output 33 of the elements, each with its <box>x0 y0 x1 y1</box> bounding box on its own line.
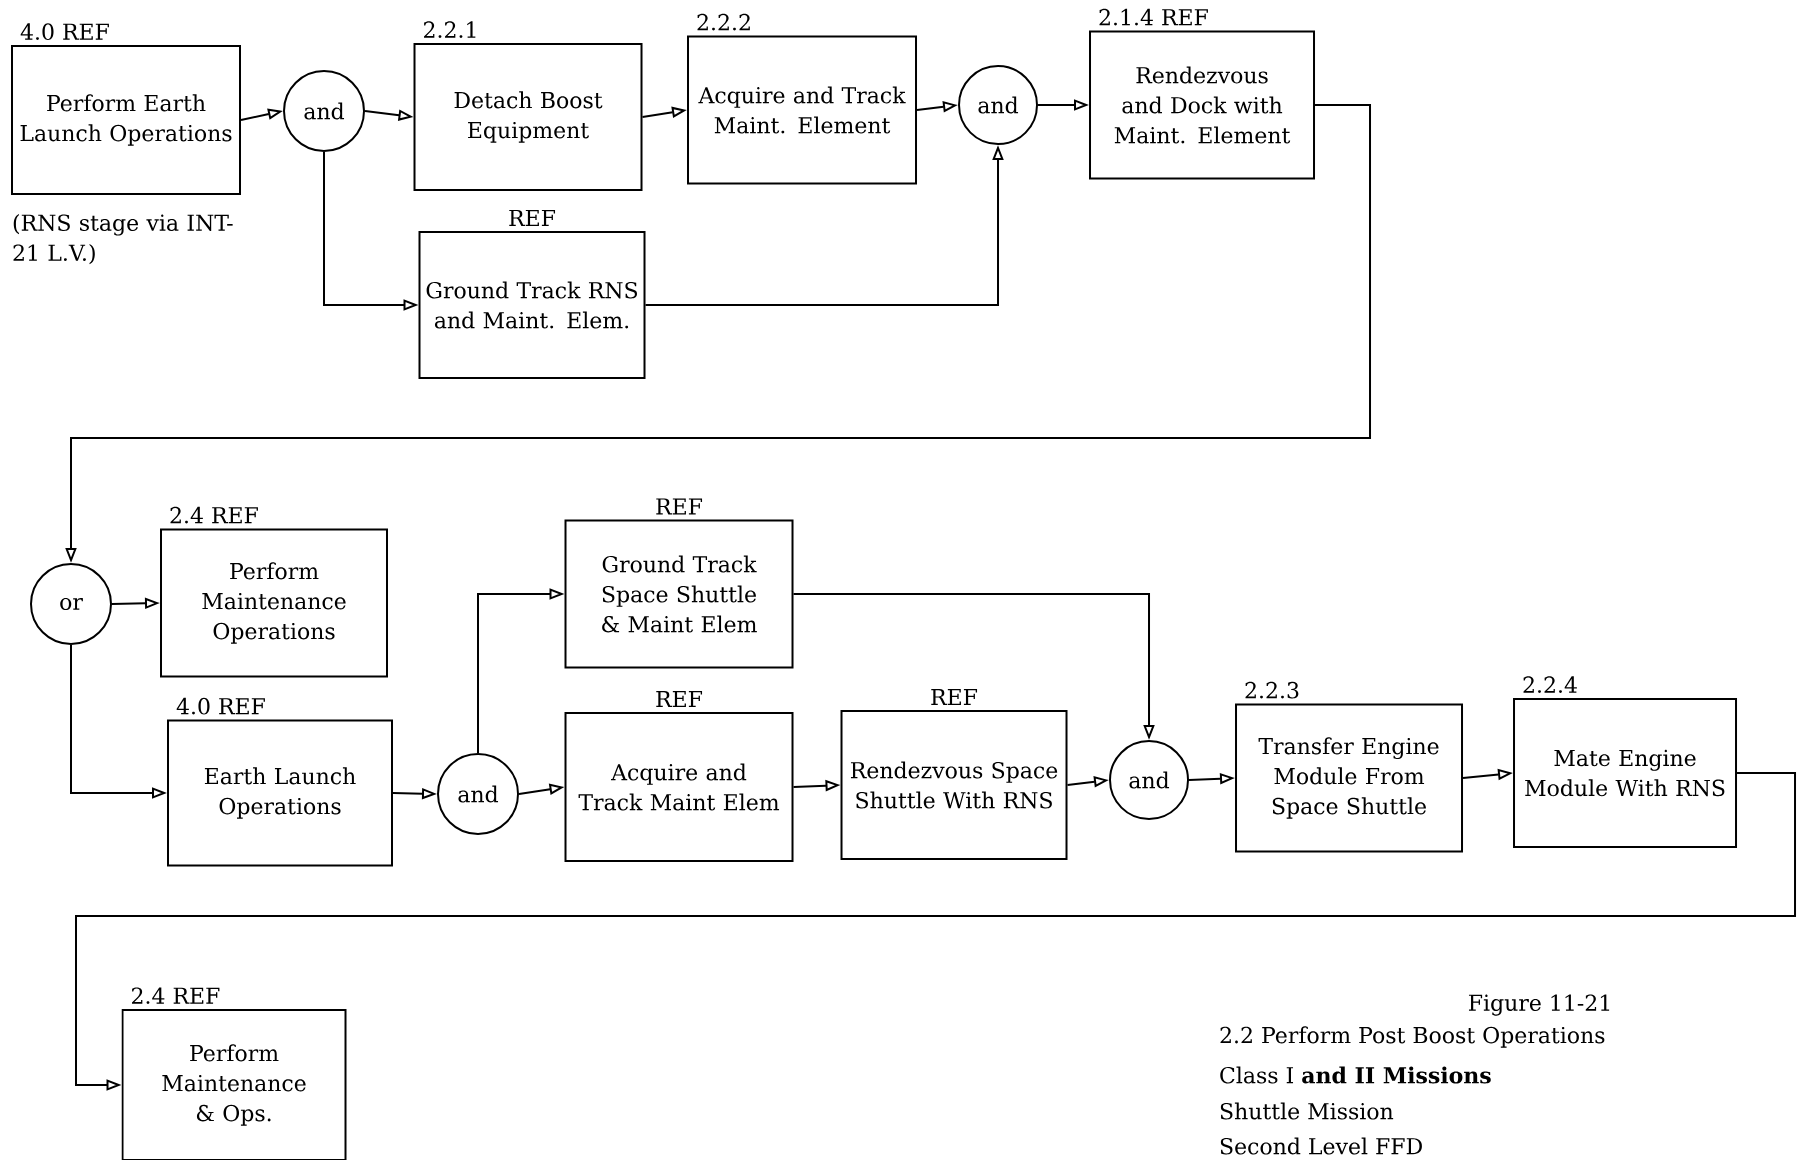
caption-text: Figure 11-21 <box>1468 994 1610 1016</box>
box-heading: 2.2.1 <box>424 21 476 38</box>
box-heading: 4.0 REF <box>176 697 265 715</box>
process-box: Acquire and Track Maint. Element <box>687 35 917 185</box>
box-heading: 2.1.4 REF <box>1099 8 1208 26</box>
process-box: Ground Track Space Shuttle & Maint Elem <box>564 519 794 669</box>
process-box: Transfer Engine Module From Space Shuttle <box>1235 703 1463 853</box>
box-heading: 4.0 REF <box>20 23 109 40</box>
box-heading: 2.4 REF <box>170 506 258 524</box>
process-box: Detach Boost Equipment <box>413 43 643 191</box>
caption-text: Shuttle Mission <box>1220 1102 1394 1120</box>
box-heading: REF <box>656 690 703 707</box>
box-heading: REF <box>931 688 978 705</box>
box-heading: REF <box>509 209 556 226</box>
arrow <box>75 772 1796 1091</box>
process-box: Earth Launch Operations <box>167 719 393 867</box>
box-heading: 2.2.2 <box>697 13 750 31</box>
process-box: Rendezvous and Dock with Maint. Element <box>1089 30 1315 180</box>
process-box: Ground Track RNS and Maint. Elem. <box>418 231 646 379</box>
process-box: Acquire and Track Maint Elem <box>564 712 794 862</box>
caption-text: Class I and II Missions <box>1220 1066 1491 1084</box>
process-box: Mate Engine Module With RNS <box>1513 698 1737 848</box>
box-heading: 2.4 REF <box>132 987 220 1004</box>
box-heading: 2.2.3 <box>1245 681 1299 699</box>
caption-text: Second Level FFD <box>1220 1137 1422 1155</box>
process-box: Perform Maintenance & Ops. <box>121 1009 347 1160</box>
box-heading: 2.2.4 <box>1523 676 1577 693</box>
process-box: Perform Maintenance Operations <box>160 528 388 678</box>
box-heading: REF <box>656 498 703 515</box>
process-box: Rendezvous Space Shuttle With RNS <box>840 710 1068 860</box>
process-box: Perform Earth Launch Operations <box>11 45 241 195</box>
caption-text: 2.2 Perform Post Boost Operations <box>1220 1026 1605 1048</box>
note-text: (RNS stage via INT-21 L.V.) <box>13 214 233 265</box>
